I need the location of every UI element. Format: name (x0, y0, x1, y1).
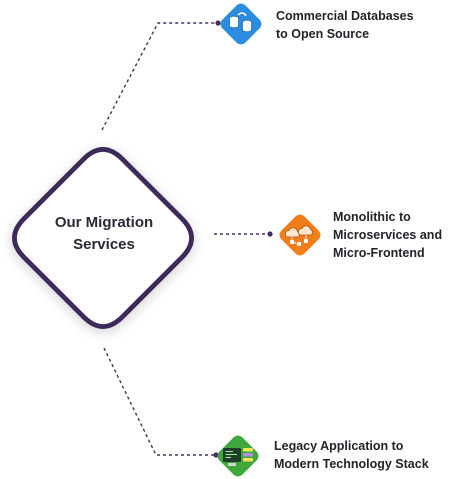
connector-dot-legacy (213, 452, 219, 458)
connector-databases (101, 22, 218, 131)
service-title-legacy: Legacy Application to Modern Technology … (274, 439, 429, 471)
connector-legacy (103, 347, 216, 456)
service-title-databases: Commercial Databases to Open Source (276, 9, 414, 41)
code-stack-icon (216, 434, 260, 478)
database-migration-icon (219, 2, 263, 46)
center-diamond-shape (12, 147, 194, 329)
connector-dot-monolithic (267, 231, 273, 237)
connector-dot-databases (215, 20, 221, 26)
center-title: Our Migration Services (54, 214, 154, 253)
cloud-services-icon (278, 213, 322, 257)
service-title-monolithic: Monolithic to Microservices and Micro-Fr… (333, 210, 443, 260)
